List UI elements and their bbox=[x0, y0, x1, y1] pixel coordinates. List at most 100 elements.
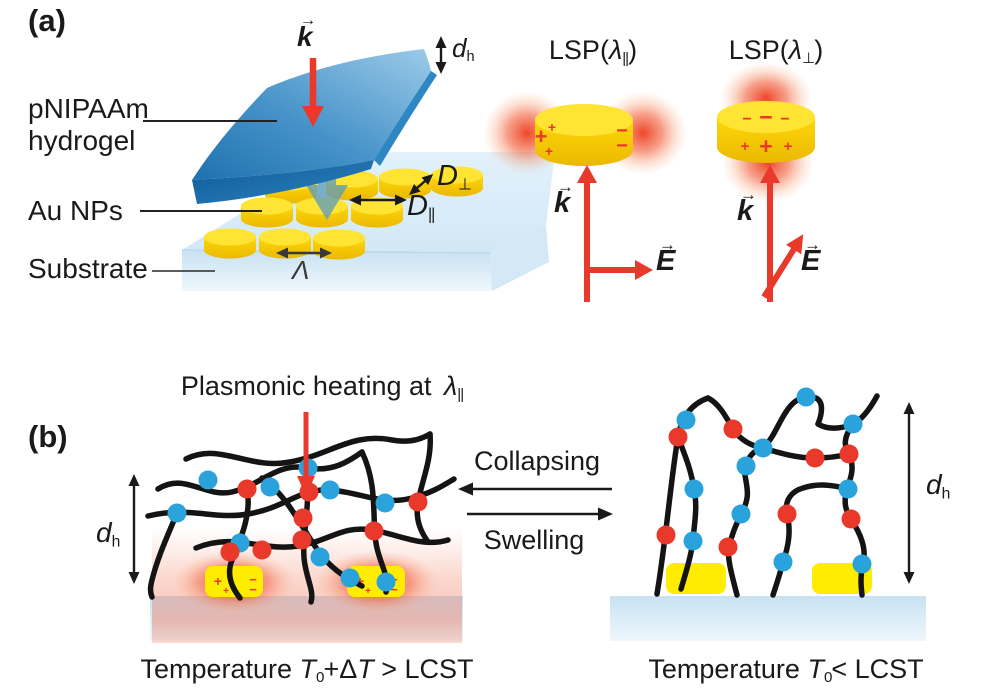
polymer-chain bbox=[183, 431, 433, 467]
crosslink-dot-blue bbox=[198, 470, 218, 490]
crosslink-dot-red bbox=[839, 444, 859, 464]
au-nanodisk bbox=[351, 197, 403, 228]
polymer-chain bbox=[760, 394, 825, 451]
crosslink-dot-red bbox=[220, 542, 240, 562]
crosslink-dot-blue bbox=[838, 479, 858, 499]
dh-label-b-left: dh bbox=[96, 517, 120, 551]
crosslink-dot-blue bbox=[676, 410, 696, 430]
polymer-chain bbox=[654, 395, 711, 597]
crosslink-dot-red bbox=[408, 492, 428, 512]
dh-label-a: dh bbox=[452, 33, 475, 66]
lsp-parallel-title: LSP(λ||) bbox=[548, 35, 638, 68]
crosslink-dot-blue bbox=[167, 503, 187, 523]
charge-symbol: + bbox=[356, 573, 364, 589]
substrate-right bbox=[610, 596, 926, 641]
vector-overbar-icon: → bbox=[659, 234, 676, 254]
crosslink-dot-blue bbox=[753, 438, 773, 458]
crosslink-dot-red bbox=[777, 504, 797, 524]
charge-symbol: − bbox=[616, 135, 628, 157]
plasmonic-heating-label: Plasmonic heating at λ|| bbox=[180, 371, 464, 404]
charge-symbol: + bbox=[535, 124, 548, 149]
crosslink-dot-blue bbox=[683, 531, 703, 551]
d-perp-label: D⊥ bbox=[437, 160, 472, 194]
crosslink-dot-red bbox=[805, 448, 825, 468]
hydrogel-label-line2: hydrogel bbox=[28, 125, 136, 156]
crosslink-dot-red bbox=[656, 525, 676, 545]
vector-overbar-icon: → bbox=[804, 234, 821, 254]
crosslink-dot-red bbox=[718, 537, 738, 557]
panel-b-label: (b) bbox=[28, 419, 68, 454]
crosslink-dots-collapsed bbox=[167, 458, 428, 592]
pitch-arrow bbox=[276, 247, 332, 259]
lsp-parallel-vectors bbox=[577, 165, 653, 302]
charge-symbol: + bbox=[545, 143, 553, 159]
dh-dimension-arrow bbox=[435, 36, 447, 74]
crosslink-dot-blue bbox=[376, 572, 396, 592]
d-parallel-label: D|| bbox=[407, 190, 435, 224]
au-nps-label: Au NPs bbox=[28, 195, 123, 226]
e-field-label: →E bbox=[656, 234, 676, 277]
crosslink-dot-blue bbox=[375, 493, 395, 513]
k-vector-arrow bbox=[302, 58, 324, 127]
k-vector-label: →k bbox=[737, 184, 757, 227]
crosslink-dot-blue bbox=[260, 477, 280, 497]
pitch-label: Λ bbox=[292, 255, 310, 285]
crosslink-dot-blue bbox=[731, 504, 751, 524]
charge-symbol: − bbox=[249, 572, 257, 587]
caption-cold: Temperature T0< LCST bbox=[648, 654, 924, 687]
crosslink-dot-blue bbox=[340, 568, 360, 588]
crosslink-dot-blue bbox=[773, 552, 793, 572]
crosslink-dot-red bbox=[723, 419, 743, 439]
polymer-chain bbox=[147, 510, 180, 600]
crosslink-dot-blue bbox=[843, 414, 863, 434]
crosslink-dot-blue bbox=[684, 479, 704, 499]
dh-dimension-arrow-left bbox=[128, 474, 140, 584]
charge-symbol: + bbox=[365, 586, 371, 597]
crosslink-dot-blue bbox=[736, 456, 756, 476]
swelling-arrow bbox=[467, 507, 613, 521]
charge-symbol: + bbox=[741, 138, 750, 155]
charge-symbol: − bbox=[742, 111, 751, 128]
dh-dimension-arrow-right bbox=[903, 402, 915, 584]
lsp-perp-title: LSP(λ⊥) bbox=[728, 35, 824, 68]
lsp-perp-disk: − − − + + + bbox=[717, 62, 815, 203]
au-nanodisk bbox=[431, 166, 483, 197]
dh-label-b-right: dh bbox=[926, 469, 950, 503]
crosslink-dot-blue bbox=[796, 387, 816, 407]
charge-symbol: + bbox=[548, 119, 556, 135]
e-field-arrow bbox=[635, 260, 653, 280]
plasmonic-heating-arrow bbox=[297, 412, 315, 496]
hydrogel-label-line1: pNIPAAm bbox=[28, 93, 149, 124]
charge-symbol: − bbox=[616, 120, 628, 142]
collapsing-label: Collapsing bbox=[473, 446, 601, 476]
crosslink-dot-red bbox=[293, 508, 313, 528]
crosslink-dot-red bbox=[364, 521, 384, 541]
collapsing-arrow bbox=[458, 482, 612, 496]
crosslink-dot-blue bbox=[852, 554, 872, 574]
charge-symbol: − bbox=[390, 582, 398, 597]
k-vector-label: →k bbox=[297, 10, 317, 52]
substrate-label: Substrate bbox=[28, 253, 148, 284]
crosslink-dot-red bbox=[237, 479, 257, 499]
crosslink-dot-red bbox=[252, 540, 272, 560]
e-field-arrow bbox=[761, 234, 804, 299]
gold-nanoparticle: + + − − bbox=[205, 566, 263, 597]
charge-symbol: − bbox=[759, 104, 772, 130]
crosslink-dot-red bbox=[841, 509, 861, 529]
charge-symbol: + bbox=[223, 586, 229, 597]
k-vector-label: →k bbox=[554, 176, 574, 219]
lsp-perp-vectors bbox=[760, 165, 804, 302]
lsp-parallel-disk: + + + − − bbox=[483, 91, 687, 175]
panel-a-label: (a) bbox=[28, 3, 66, 38]
charge-symbol: + bbox=[784, 138, 793, 155]
crosslink-dot-blue bbox=[320, 480, 340, 500]
crosslink-dot-red bbox=[292, 530, 312, 550]
crosslink-dots-swollen bbox=[656, 387, 872, 574]
d-parallel-arrow bbox=[349, 194, 407, 206]
swelling-label: Swelling bbox=[483, 525, 585, 555]
gold-nanoparticle bbox=[666, 563, 726, 594]
crosslink-dot-red bbox=[668, 427, 688, 447]
vector-overbar-icon: → bbox=[740, 184, 757, 204]
